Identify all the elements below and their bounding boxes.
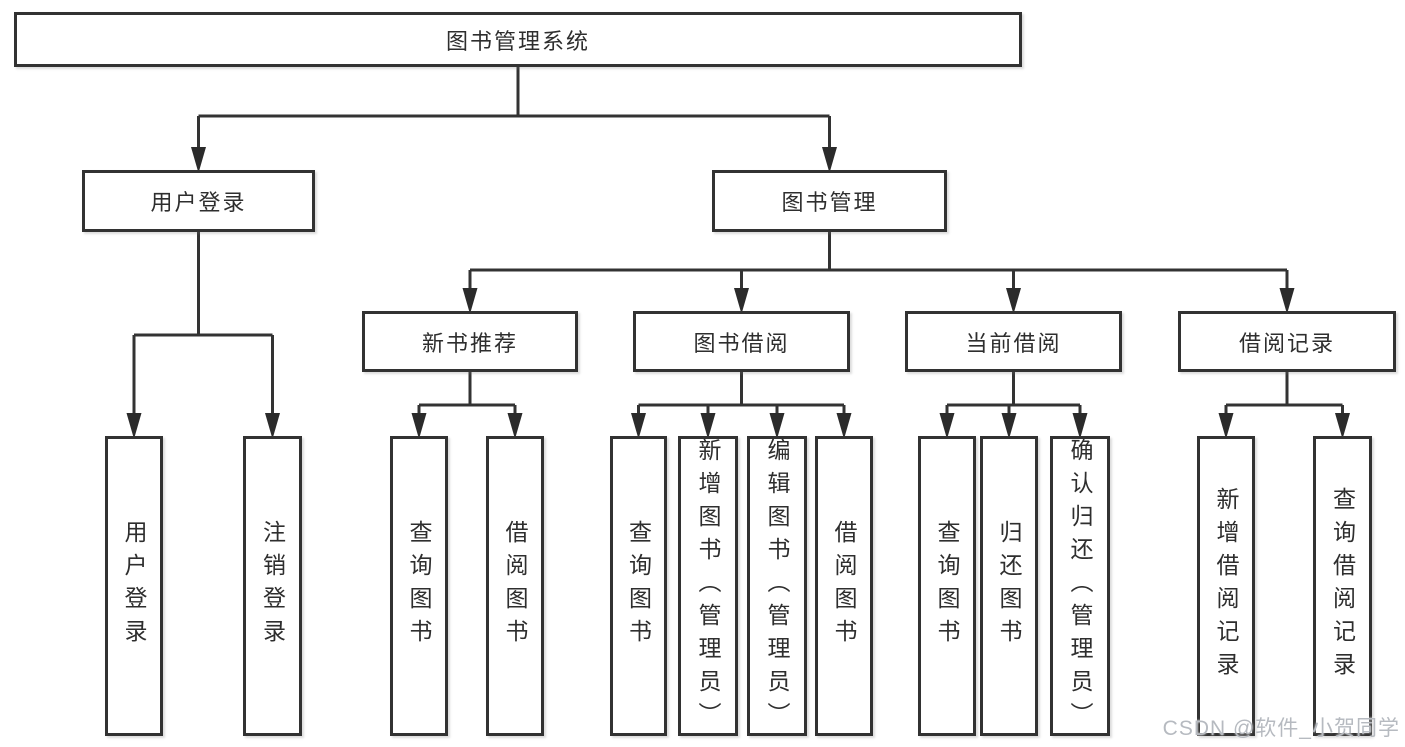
node-bb-add: 新增图书（管理员）: [678, 436, 738, 736]
node-br-query: 查询借阅记录: [1313, 436, 1372, 736]
arrowhead-icon: [1001, 413, 1017, 439]
node-bb-borrow: 借阅图书: [815, 436, 873, 736]
node-current-borrow: 当前借阅: [905, 311, 1122, 372]
node-label: 用户登录: [121, 520, 147, 652]
arrowhead-icon: [1006, 288, 1021, 314]
arrowhead-icon: [265, 413, 280, 439]
node-label: 归还图书: [996, 520, 1022, 652]
node-label: 查询图书: [406, 520, 432, 652]
arrowhead-icon: [631, 413, 646, 439]
node-label: 新增借阅记录: [1213, 487, 1239, 685]
arrowhead-icon: [822, 147, 837, 173]
node-label: 编辑图书（管理员）: [764, 437, 790, 735]
node-cb-confirm: 确认归还（管理员）: [1050, 436, 1110, 736]
node-user-login: 用户登录: [82, 170, 315, 232]
node-label: 借阅记录: [1238, 330, 1335, 356]
node-label: 用户登录: [150, 190, 247, 215]
node-label: 新增图书（管理员）: [695, 437, 721, 735]
arrowhead-icon: [939, 413, 955, 439]
node-label: 注销登录: [259, 520, 286, 652]
node-new-book-rec: 新书推荐: [362, 311, 578, 372]
arrowhead-icon: [734, 288, 749, 314]
arrowhead-icon: [1218, 413, 1234, 439]
node-label: 当前借阅: [965, 330, 1062, 356]
node-ul-login: 用户登录: [105, 436, 163, 736]
node-label: 借阅图书: [502, 520, 528, 652]
arrowhead-icon: [411, 413, 427, 439]
node-br-add: 新增借阅记录: [1197, 436, 1255, 736]
node-label: 查询借阅记录: [1329, 487, 1356, 685]
arrowhead-icon: [1279, 288, 1295, 314]
node-nbr-borrow: 借阅图书: [486, 436, 544, 736]
tree-connector-path: [132, 66, 1344, 417]
arrowhead-icon: [507, 413, 523, 439]
node-book-mgmt: 图书管理: [712, 170, 947, 232]
node-label: 确认归还（管理员）: [1067, 437, 1093, 735]
node-label: 查询图书: [934, 520, 960, 652]
arrowhead-icon: [836, 413, 852, 439]
node-book-borrow: 图书借阅: [633, 311, 850, 372]
arrowhead-icon: [1072, 413, 1088, 439]
node-bb-query: 查询图书: [610, 436, 667, 736]
node-root: 图书管理系统: [14, 12, 1022, 67]
watermark: CSDN @软件_小贺同学: [1162, 717, 1400, 740]
node-cb-query: 查询图书: [918, 436, 976, 736]
node-bb-edit: 编辑图书（管理员）: [747, 436, 807, 736]
node-label: 查询图书: [625, 520, 652, 652]
node-label: 借阅图书: [831, 520, 857, 652]
node-label: 图书管理系统: [445, 28, 590, 54]
node-label: 新书推荐: [421, 330, 518, 356]
arrowhead-icon: [126, 413, 142, 439]
node-label: 图书管理: [781, 190, 878, 215]
arrowhead-icon: [769, 413, 785, 439]
node-label: 图书借阅: [693, 330, 790, 356]
node-nbr-query: 查询图书: [390, 436, 448, 736]
arrowhead-icon: [700, 413, 716, 439]
node-borrow-records: 借阅记录: [1178, 311, 1396, 372]
node-ul-logout: 注销登录: [243, 436, 302, 736]
arrowhead-icon: [191, 147, 206, 173]
arrowhead-icon: [462, 288, 478, 314]
arrowhead-icon: [1335, 413, 1350, 439]
node-cb-return: 归还图书: [980, 436, 1038, 736]
